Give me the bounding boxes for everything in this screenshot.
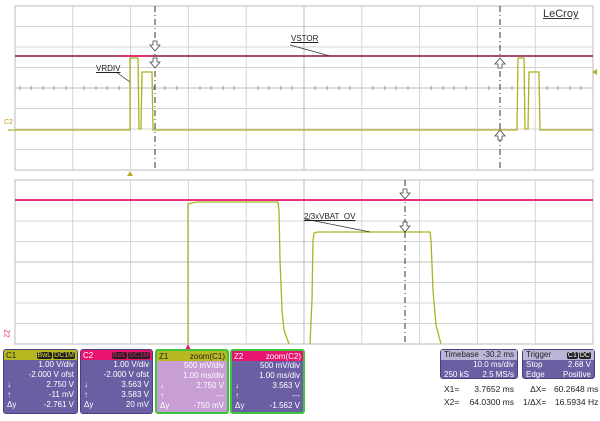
c1-zoom-trace — [187, 201, 290, 345]
zoom-position-icon — [185, 344, 191, 350]
trigger-type: Edge — [526, 370, 545, 379]
cursor-arrow-icon — [149, 40, 506, 141]
bottom-grid — [14, 179, 594, 345]
vstor-label: VSTOR — [291, 34, 319, 43]
z2-label: Z2 — [234, 351, 244, 361]
trigger-level-icon — [592, 69, 597, 75]
z1-label: Z1 — [159, 351, 169, 361]
vbat-label: 2/3xVBAT_OV — [304, 212, 356, 221]
cursor-down-icon: ↓ — [235, 381, 239, 390]
cursor-readout-x1: X1=3.7652 ms ΔX=60.2648 ms — [444, 384, 599, 394]
z2-title: zoom(C2) — [265, 351, 301, 361]
brand-logo: LeCroy — [543, 8, 579, 20]
c2-label: C2 — [83, 350, 94, 360]
cursor-readout-x2: X2=64.0300 ms 1/ΔX=16.5934 Hz — [444, 397, 599, 407]
cursor-up-icon: ↑ — [160, 391, 164, 400]
vrdiv-label: VRDIV — [96, 64, 121, 73]
z1-info-box[interactable]: Z1 zoom(C1) 500 mV/div 1.00 ms/div ↓2.75… — [155, 349, 229, 414]
trigger-slope: Positive — [562, 370, 591, 379]
z2-channel-marker: Z2 — [2, 329, 10, 338]
cursor-up-icon: ↑ — [7, 390, 11, 399]
trigger-position-icon — [127, 171, 133, 176]
z2-info-box[interactable]: Z2 zoom(C2) 500 mV/div 1.00 ms/div ↓3.56… — [230, 349, 305, 414]
cursor-arrow-icon — [399, 188, 411, 233]
cursor-down-icon: ↓ — [7, 380, 11, 389]
cursor-down-icon: ↓ — [160, 381, 164, 390]
bwl-badge: BwL — [36, 352, 53, 359]
timebase-tdiv: 10.0 ms/div — [473, 360, 514, 369]
trigger-mode: Stop — [526, 360, 543, 369]
trigger-level: 2.68 V — [567, 360, 591, 369]
cursor-up-icon: ↑ — [235, 391, 239, 400]
dc1m-badge: DC1M — [128, 352, 150, 359]
dc1m-badge: DC1M — [53, 352, 75, 359]
timebase-samples: 250 kS — [444, 370, 469, 379]
timebase-rate: 2.5 MS/s — [482, 370, 514, 379]
top-grid — [14, 5, 594, 171]
c1-offset: -2.000 V ofst — [28, 370, 74, 379]
z1-title: zoom(C1) — [189, 351, 225, 361]
timebase-delay: -30.2 ms — [482, 350, 514, 359]
bwl-badge: BwL — [111, 352, 128, 359]
c2-channel-marker: C2 — [4, 119, 13, 126]
c1-label: C1 — [6, 350, 17, 360]
cursor-down-icon: ↓ — [84, 380, 88, 389]
cursor-up-icon: ↑ — [84, 390, 88, 399]
c1-vdiv: 1.00 V/div — [38, 360, 74, 369]
